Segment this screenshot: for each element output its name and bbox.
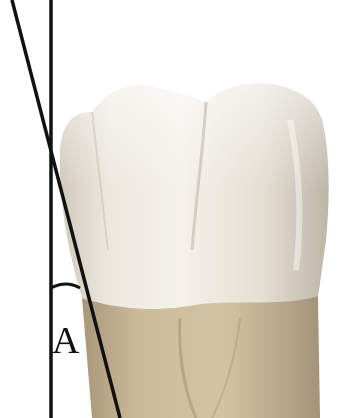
tooth-root	[82, 296, 320, 418]
angle-label: A	[52, 322, 79, 360]
angle-arc	[51, 284, 80, 288]
